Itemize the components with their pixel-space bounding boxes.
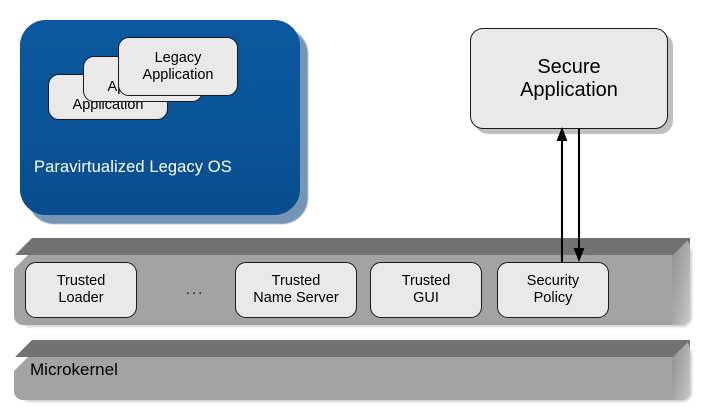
legacy-os-label: Paravirtualized Legacy OS <box>34 158 232 176</box>
microkernel-bar-top-face <box>14 340 690 358</box>
services-ellipsis: ... <box>185 281 205 298</box>
microkernel-bar-right-face <box>672 340 690 400</box>
microkernel-label: Microkernel <box>30 360 118 379</box>
services-bar-right-face <box>672 238 690 325</box>
microkernel-bar-front-face <box>14 357 690 400</box>
microkernel-bar <box>14 340 692 402</box>
services-bar-top-face <box>14 238 690 256</box>
